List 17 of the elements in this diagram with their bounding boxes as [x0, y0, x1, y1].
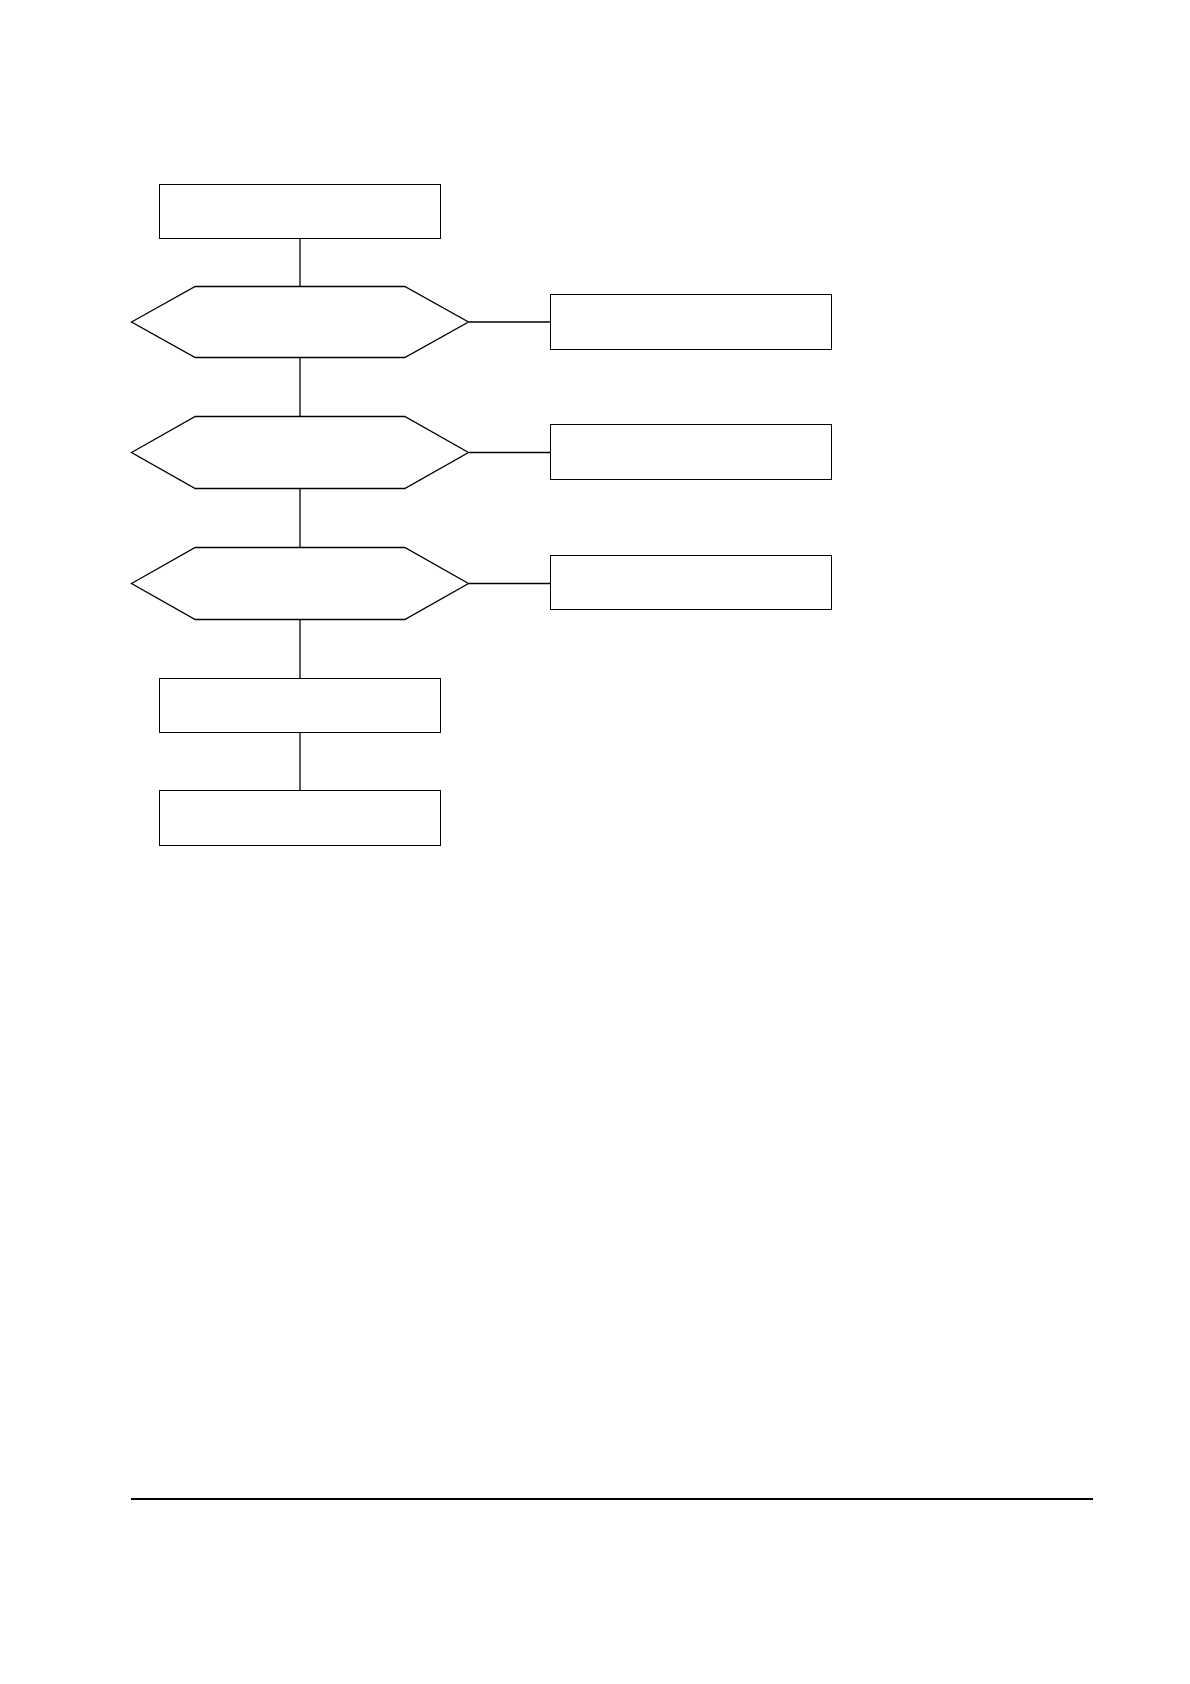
decision-hexagon [131, 416, 469, 489]
connector-line [299, 619, 301, 679]
connector-line [468, 321, 551, 323]
connector-line [299, 732, 301, 791]
process-box [550, 424, 832, 480]
process-box [550, 294, 832, 350]
decision-hexagon [131, 547, 469, 620]
connector-line [468, 582, 551, 585]
connector-line [299, 357, 301, 417]
connector-line [299, 488, 301, 548]
connector-line [299, 238, 301, 287]
process-box [550, 555, 832, 610]
process-box [159, 184, 441, 239]
connector-line [468, 451, 551, 454]
decision-hexagon [131, 286, 469, 358]
process-box [159, 790, 441, 846]
process-box [159, 678, 441, 733]
